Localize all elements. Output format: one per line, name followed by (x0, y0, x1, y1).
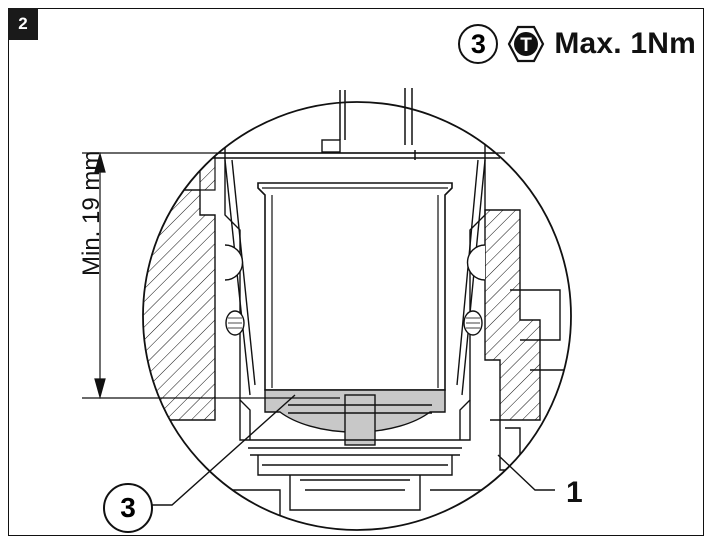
torque-wrench-icon: T (508, 25, 545, 63)
right-housing-hatched (484, 209, 541, 421)
torque-value: Max. 1Nm (554, 27, 696, 60)
left-housing-hatched (143, 189, 216, 421)
callout-3: 3 (103, 483, 153, 533)
callout-number-circle: 3 (458, 24, 499, 64)
figure-number-badge: 2 (8, 8, 38, 40)
piston-body (257, 182, 453, 391)
leader-lines (152, 394, 555, 506)
dimension-lines (82, 151, 505, 400)
detail-contents (143, 139, 570, 530)
torque-icon-letter: T (521, 35, 533, 56)
filter-element (264, 389, 446, 446)
housing-top-lines (339, 88, 416, 160)
torque-header: 3 T Max. 1Nm (458, 24, 696, 64)
dimension-label: Min. 19 mm (78, 150, 105, 276)
callout-1: 1 (566, 476, 583, 509)
